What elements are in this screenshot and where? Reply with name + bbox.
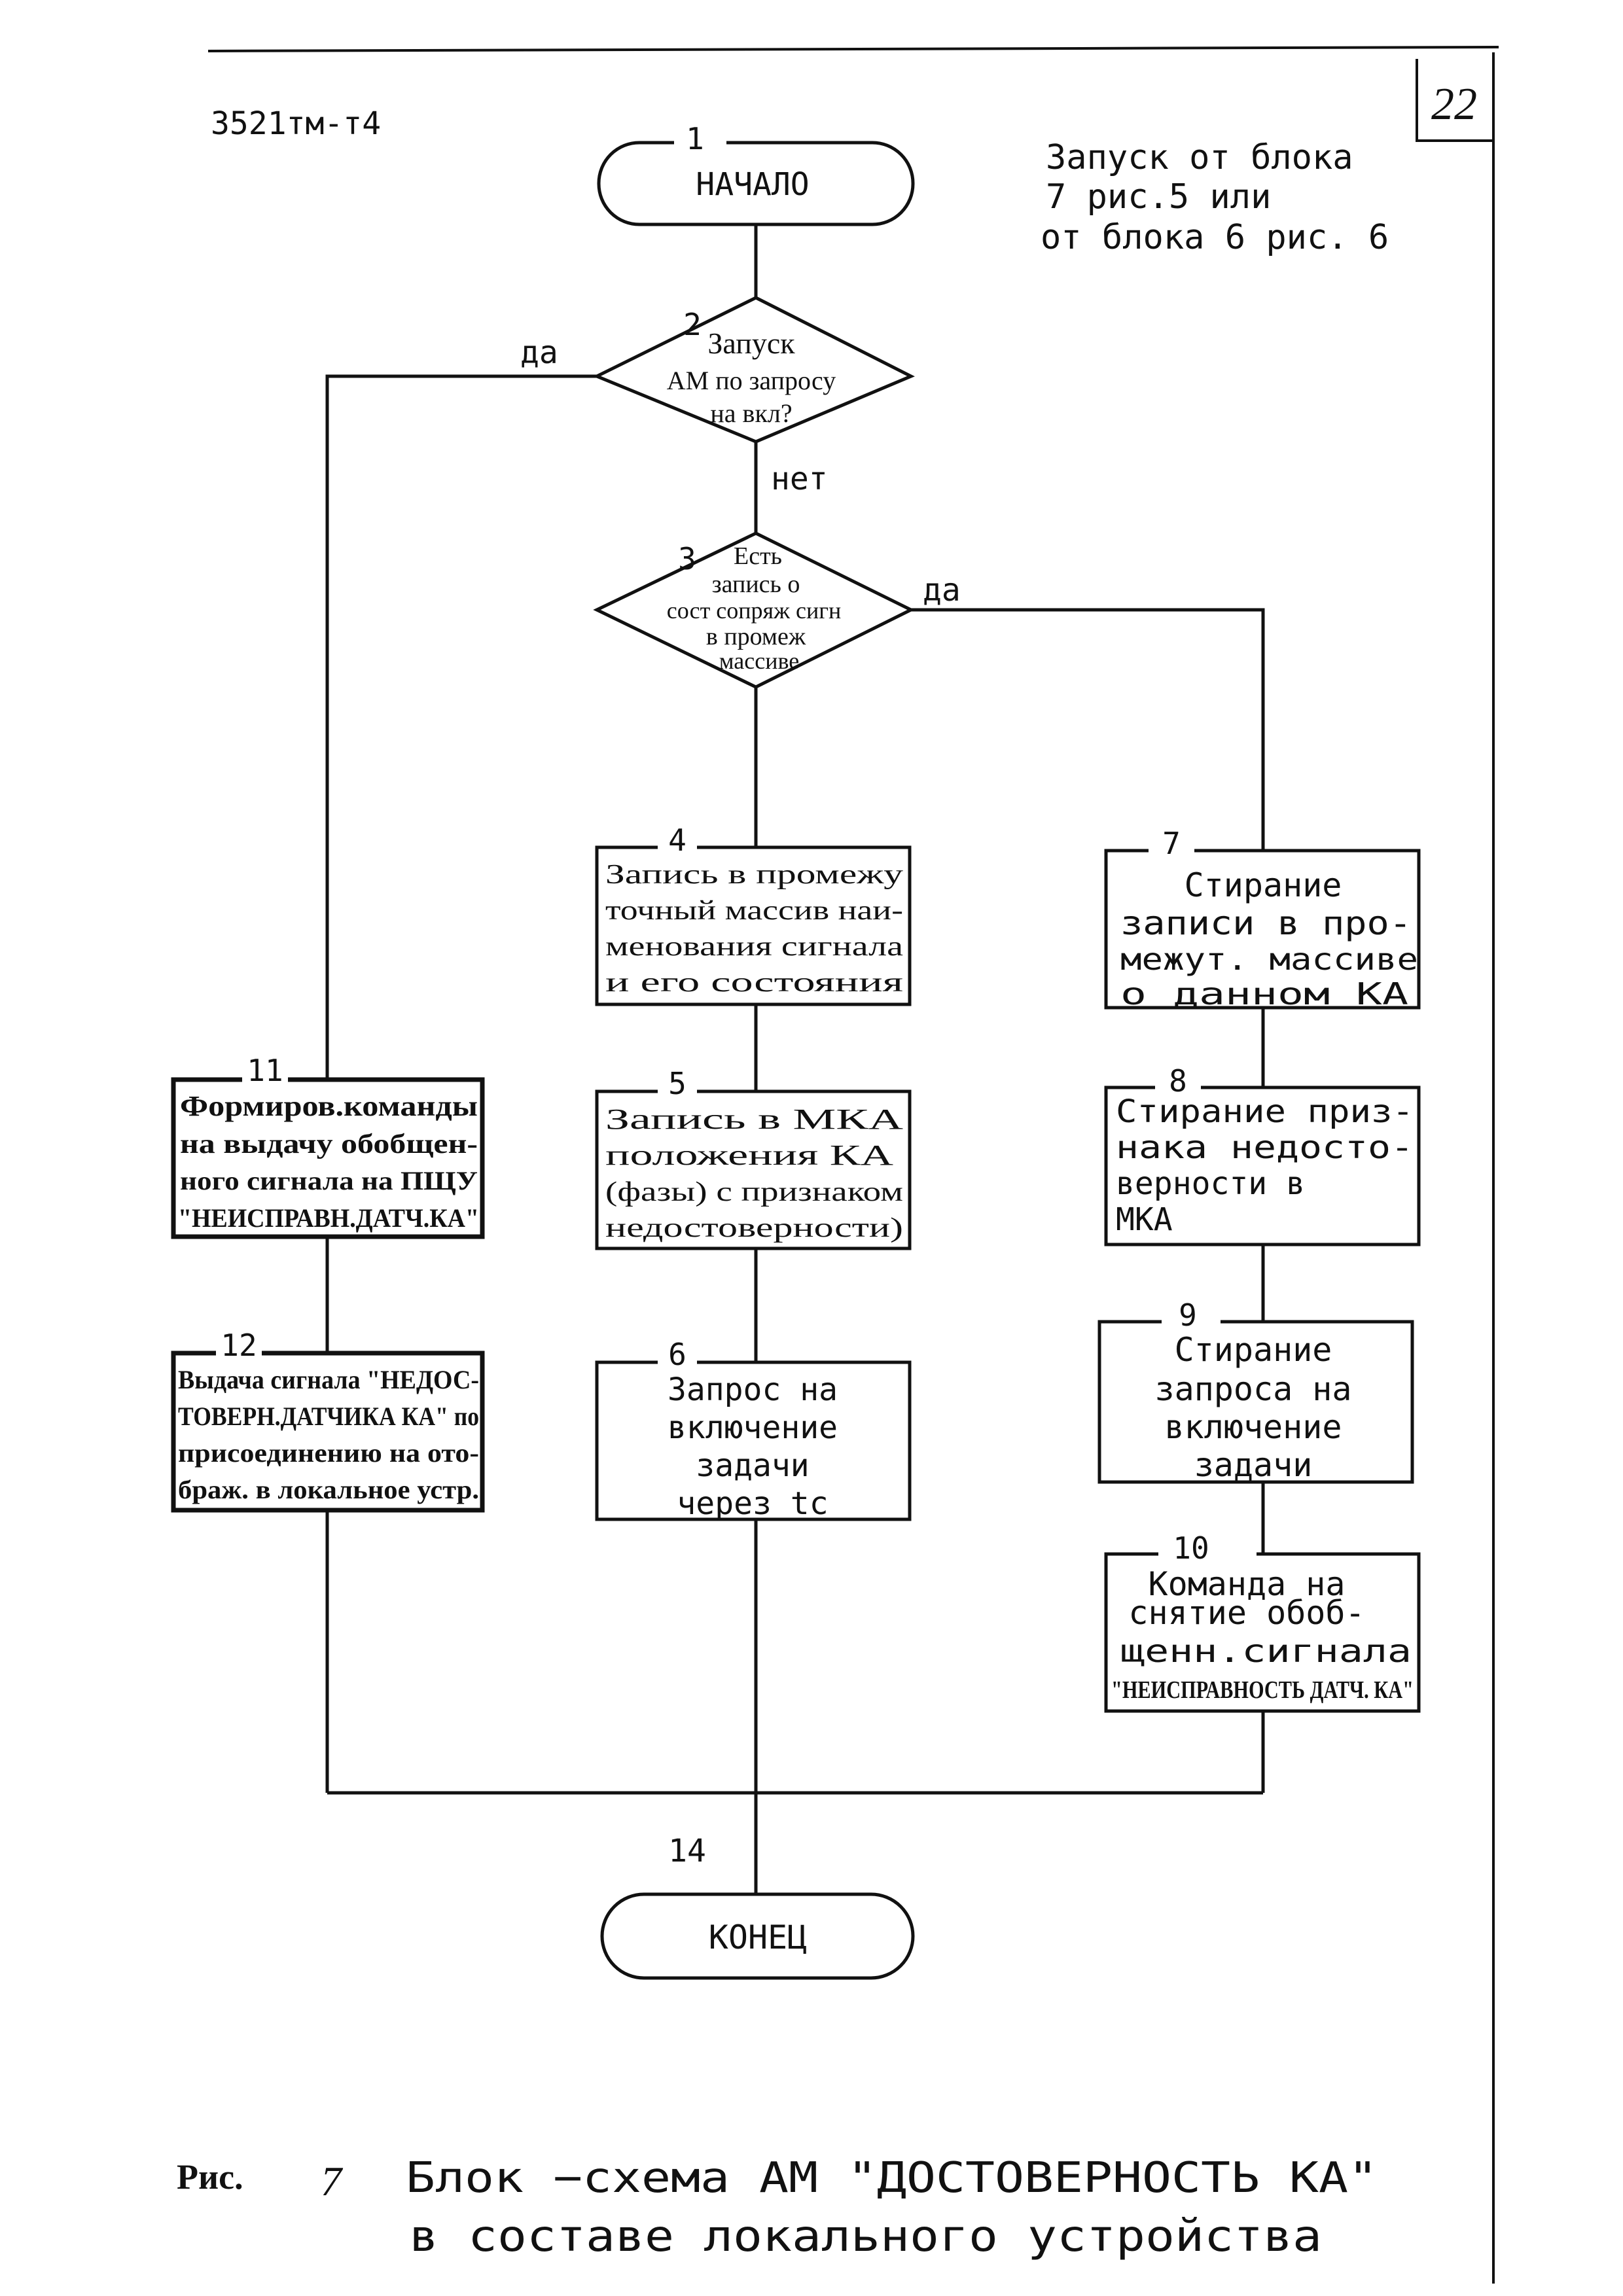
block-11-line-3: ного сигнала на ПЩУ: [180, 1166, 478, 1195]
block-12-line-1: Выдача сигнала "НЕДОС-: [178, 1365, 479, 1394]
top-border-line: [207, 46, 1499, 52]
block-7-line-4: о данном КА: [1120, 976, 1408, 1012]
block-9-line-4: задачи: [1194, 1446, 1313, 1484]
block-2-line-1: Запуск: [707, 327, 795, 360]
block-8: 8 Стирание приз- нака недосто- верности …: [1104, 1063, 1421, 1246]
block-11-number: 11: [247, 1053, 283, 1088]
block-8-line-1: Стирание приз-: [1116, 1093, 1414, 1130]
block-8-line-2: нака недосто-: [1116, 1129, 1414, 1166]
block-12-line-2: ТОВЕРН.ДАТЧИКА КА" по: [178, 1402, 479, 1431]
start-note-2: 7 рис.5 или: [1046, 177, 1271, 217]
block-1-start: 1 НАЧАЛО: [597, 121, 915, 226]
block-7: 7 Стирание записи в про- межут. массиве …: [1104, 826, 1421, 1012]
block-9-number: 9: [1179, 1298, 1197, 1333]
edge-label-b2-no: нет: [771, 461, 828, 497]
block-6-line-4: через tc: [677, 1485, 828, 1522]
block-6-line-2: включение: [668, 1409, 838, 1446]
block-11: 11 Формиров.команды на выдачу обобщен- н…: [171, 1053, 485, 1239]
block-4-line-3: менования сигнала: [605, 932, 903, 962]
block-8-number: 8: [1169, 1063, 1187, 1099]
block-10-line-4: "НЕИСПРАВНОСТЬ ДАТЧ. КА": [1111, 1676, 1414, 1704]
block-3-line-4: в промеж: [706, 623, 806, 650]
block-11-line-4: "НЕИСПРАВН.ДАТЧ.КА": [178, 1203, 479, 1233]
block-11-line-2: на выдачу обобщен-: [180, 1129, 478, 1159]
block-11-line-1: Формиров.команды: [180, 1090, 478, 1122]
page-number: 22: [1431, 79, 1477, 130]
block-5-line-4: недостоверности): [605, 1213, 903, 1243]
caption-line-1: Блок −схема АМ "ДОСТОВЕРНОСТЬ КА": [406, 2154, 1378, 2202]
block-6: 6 Запрос на включение задачи через tc: [595, 1337, 912, 1522]
edge-label-b3-yes: да: [923, 572, 961, 609]
block-4: 4 Запись в промежу точный массив наи- ме…: [595, 822, 912, 1006]
block-6-line-3: задачи: [696, 1447, 809, 1484]
block-5-line-2: положения КА: [605, 1139, 893, 1171]
block-6-line-1: Запрос на: [668, 1371, 838, 1408]
block-12-number: 12: [221, 1328, 257, 1363]
block-12-line-4: браж. в локальное устр.: [178, 1475, 479, 1504]
block-2-decision: 2 Запуск АМ по запросу на вкл?: [592, 296, 915, 444]
caption-prefix: Рис.: [177, 2157, 243, 2197]
doc-code: 3521тм-т4: [211, 105, 381, 142]
block-3-line-3: сост сопряж сигн: [667, 597, 842, 624]
block-12: 12 Выдача сигнала "НЕДОС- ТОВЕРН.ДАТЧИКА…: [171, 1328, 485, 1513]
block-4-line-4: и его состояния: [605, 968, 903, 998]
block-10-line-3: щенн.сигнала: [1120, 1633, 1412, 1670]
block-4-line-1: Запись в промежу: [605, 860, 903, 890]
caption-line-2: в составе локального устройства: [409, 2211, 1322, 2261]
block-8-line-3: верности в: [1116, 1165, 1305, 1202]
block-14-end: 14 КОНЕЦ: [600, 1833, 915, 1980]
start-note-3: от блока 6 рис. 6: [1041, 218, 1389, 257]
block-10-line-2: снятие обоб-: [1128, 1594, 1364, 1632]
block-5: 5 Запись в МКА положения КА (фазы) с при…: [595, 1066, 912, 1250]
block-3-line-2: запись о: [712, 571, 800, 598]
block-10: 10 Команда на снятие обоб- щенн.сигнала …: [1104, 1530, 1421, 1713]
block-10-line-1: Команда на: [1148, 1565, 1345, 1603]
block-3-number: 3: [678, 541, 696, 576]
block-5-line-1: Запись в МКА: [605, 1103, 903, 1135]
block-5-number: 5: [668, 1066, 687, 1101]
block-2-line-3: на вкл?: [710, 398, 792, 428]
block-14-number: 14: [668, 1833, 706, 1869]
start-note-1: Запуск от блока: [1046, 138, 1353, 177]
block-2-line-2: АМ по запросу: [667, 366, 836, 395]
block-7-line-3: межут. массиве: [1120, 942, 1418, 977]
block-4-number: 4: [668, 822, 687, 858]
block-10-number: 10: [1173, 1530, 1209, 1566]
block-9-line-1: Стирание: [1175, 1331, 1332, 1369]
block-3-decision: 3 Есть запись о сост сопряж сигн в проме…: [593, 531, 915, 689]
block-12-line-3: присоединению на ото-: [178, 1438, 479, 1468]
page-number-box: [1416, 59, 1493, 142]
block-9-line-2: запроса на: [1154, 1370, 1351, 1408]
block-14-text: КОНЕЦ: [709, 1918, 808, 1956]
block-1-number: 1: [686, 121, 704, 156]
block-7-line-2: записи в про-: [1120, 904, 1412, 942]
block-4-line-2: точный массив наи-: [605, 896, 903, 926]
block-5-line-3: (фазы) с признаком: [605, 1177, 903, 1207]
block-8-line-4: МКА: [1116, 1201, 1173, 1238]
block-9: 9 Стирание запроса на включение задачи: [1097, 1298, 1414, 1484]
block-7-number: 7: [1162, 826, 1181, 861]
block-6-number: 6: [668, 1337, 687, 1372]
block-3-line-5: массиве: [719, 648, 800, 674]
block-2-number: 2: [683, 307, 702, 342]
block-1-text: НАЧАЛО: [696, 166, 809, 203]
edge-label-b2-yes: да: [520, 334, 558, 371]
figure-caption: Рис. 7 Блок −схема АМ "ДОСТОВЕРНОСТЬ КА"…: [177, 2154, 1378, 2261]
block-3-line-1: Есть: [734, 542, 782, 570]
block-9-line-3: включение: [1165, 1408, 1342, 1446]
block-7-line-1: Стирание: [1185, 866, 1342, 904]
caption-number: 7: [321, 2158, 344, 2204]
